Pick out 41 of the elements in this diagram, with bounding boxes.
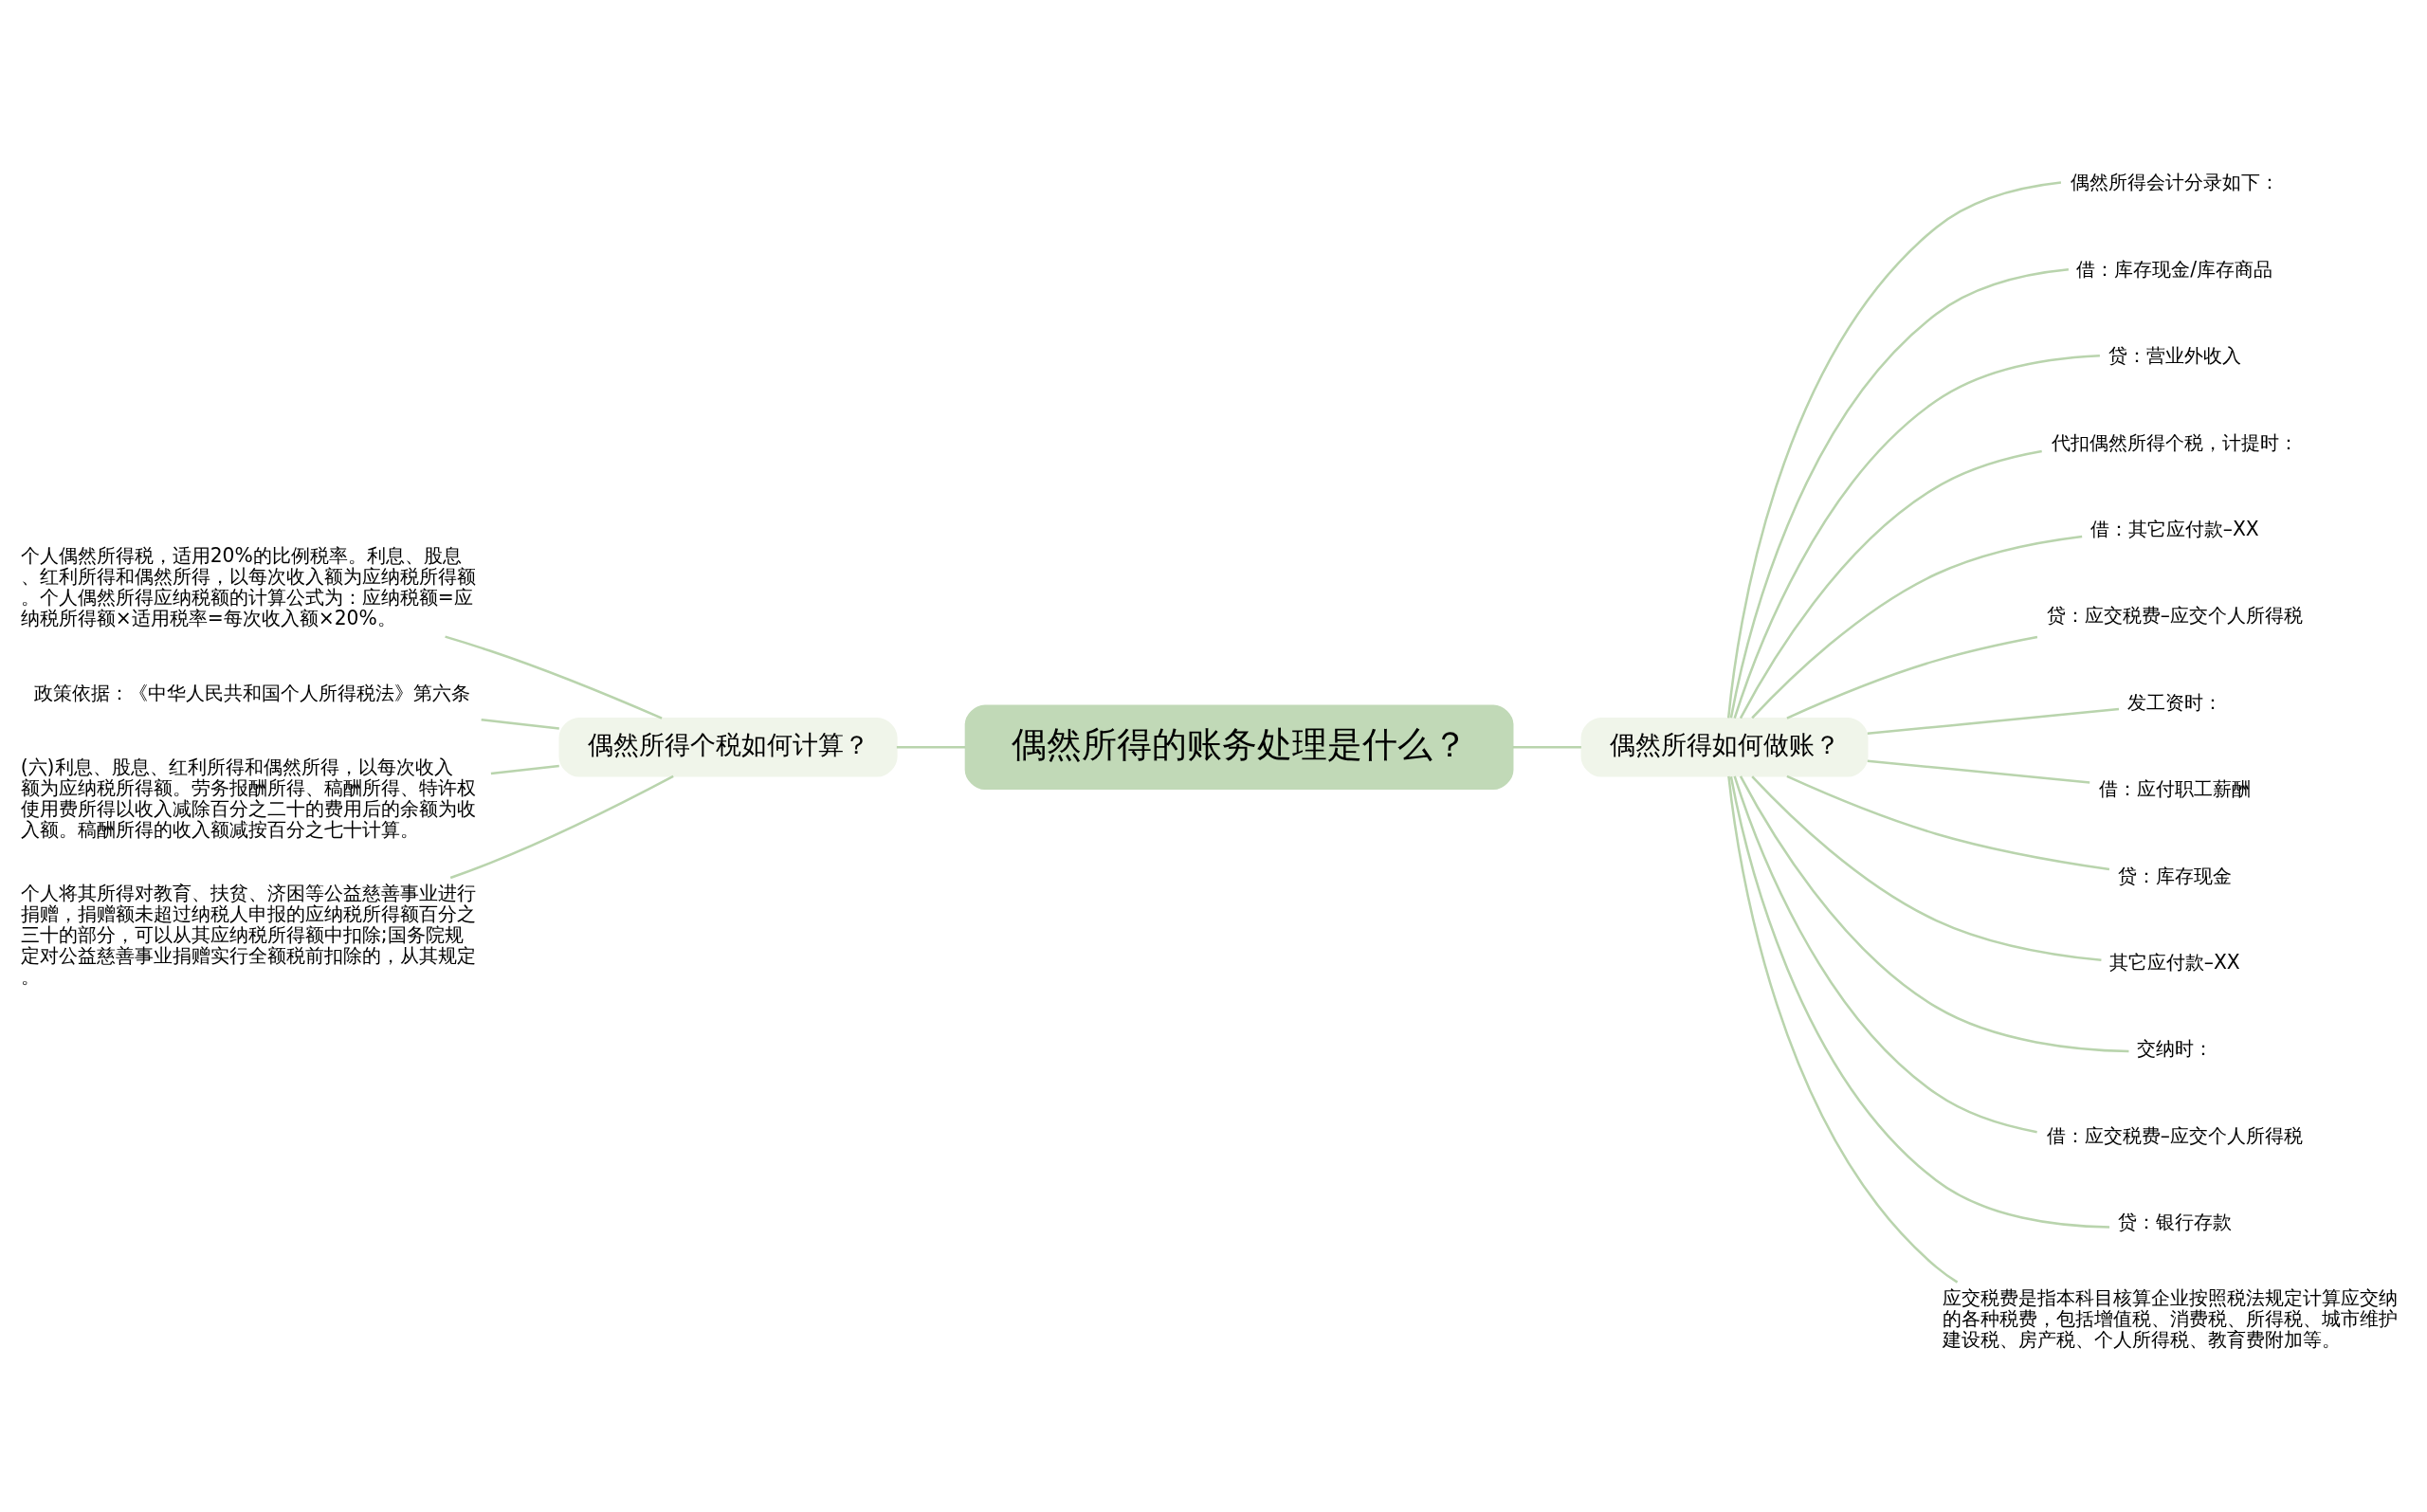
connector [1786,635,2038,720]
node-text: 代扣偶然所得个税，计提时： [2051,430,2298,454]
node-text: 借：应付职工薪酬 [2098,776,2251,800]
node-text: 借：其它应付款–XX [2089,517,2259,540]
connector [490,764,559,774]
connector [1729,267,2069,718]
connector [1512,745,1581,749]
node-box: 偶然所得个税如何计算？ [558,717,898,777]
node-text: 贷：库存现金 [2117,864,2232,887]
connector [1751,774,2102,961]
node-text: 偶然所得会计分录如下： [2070,170,2279,193]
connector [1739,449,2042,719]
node-text: 其它应付款–XX [2108,950,2240,974]
connector [1729,775,2110,1229]
connector [1867,707,2120,735]
connector [449,774,674,879]
connector [1727,775,1959,1284]
connector [481,718,559,730]
node-text: 应交税费是指本科目核算企业按照税法规定计算应交纳的各种税费，包括增值税、消费税、所得税、城市维护建设税、房产税、个人所得税、教育费附加等。 [1943,1285,2399,1351]
connector [896,745,966,749]
connector [1726,180,2062,719]
connector [1786,774,2110,870]
node-text: 贷：银行存款 [2117,1210,2232,1233]
node-text: 交纳时： [2136,1036,2213,1060]
node-text: 政策依据：《中华人民共和国个人所得税法》第六条 [34,681,471,704]
connector [1739,774,2129,1052]
connector [1751,535,2083,719]
node-text: 借：库存现金/库存商品 [2076,257,2273,281]
connector [1867,758,2090,784]
connector [1733,354,2100,719]
node-text: 个人将其所得对教育、扶贫、济困等公益慈善事业进行捐赠，捐赠额未超过纳税人申报的应纳税所得额百分之三十的部分，可以从其应纳税所得额中扣除;国务院规定对公益慈善事业捐赠实行全额税前扣除的，从其规定。 [20,881,476,988]
node-text: 借：应交税费–应交个人所得税 [2046,1123,2303,1147]
node-text: 个人偶然所得税，适用20%的比例税率。利息、股息、红利所得和偶然所得，以每次收入额为应纳税所得额。个人偶然所得应纳税额的计算公式为：应纳税额=应纳税所得额×适用税率=每次收入额×20%。 [20,543,476,629]
node-text: 发工资时： [2126,690,2222,714]
connector [445,634,663,720]
connector [1733,774,2037,1133]
node-text: 贷：营业外收入 [2108,343,2241,367]
node-box: 偶然所得的账务处理是什么？ [964,703,1514,790]
node-box: 偶然所得如何做账？ [1580,717,1869,777]
node-text: 贷：应交税费–应交个人所得税 [2046,603,2303,627]
node-text: (六)利息、股息、红利所得和偶然所得，以每次收入额为应纳税所得额。劳务报酬所得、稿酬所得、特许权使用费所得以收入减除百分之二十的费用后的余额为收入额。稿酬所得的收入额减按百分之七十计算。 [20,755,476,841]
